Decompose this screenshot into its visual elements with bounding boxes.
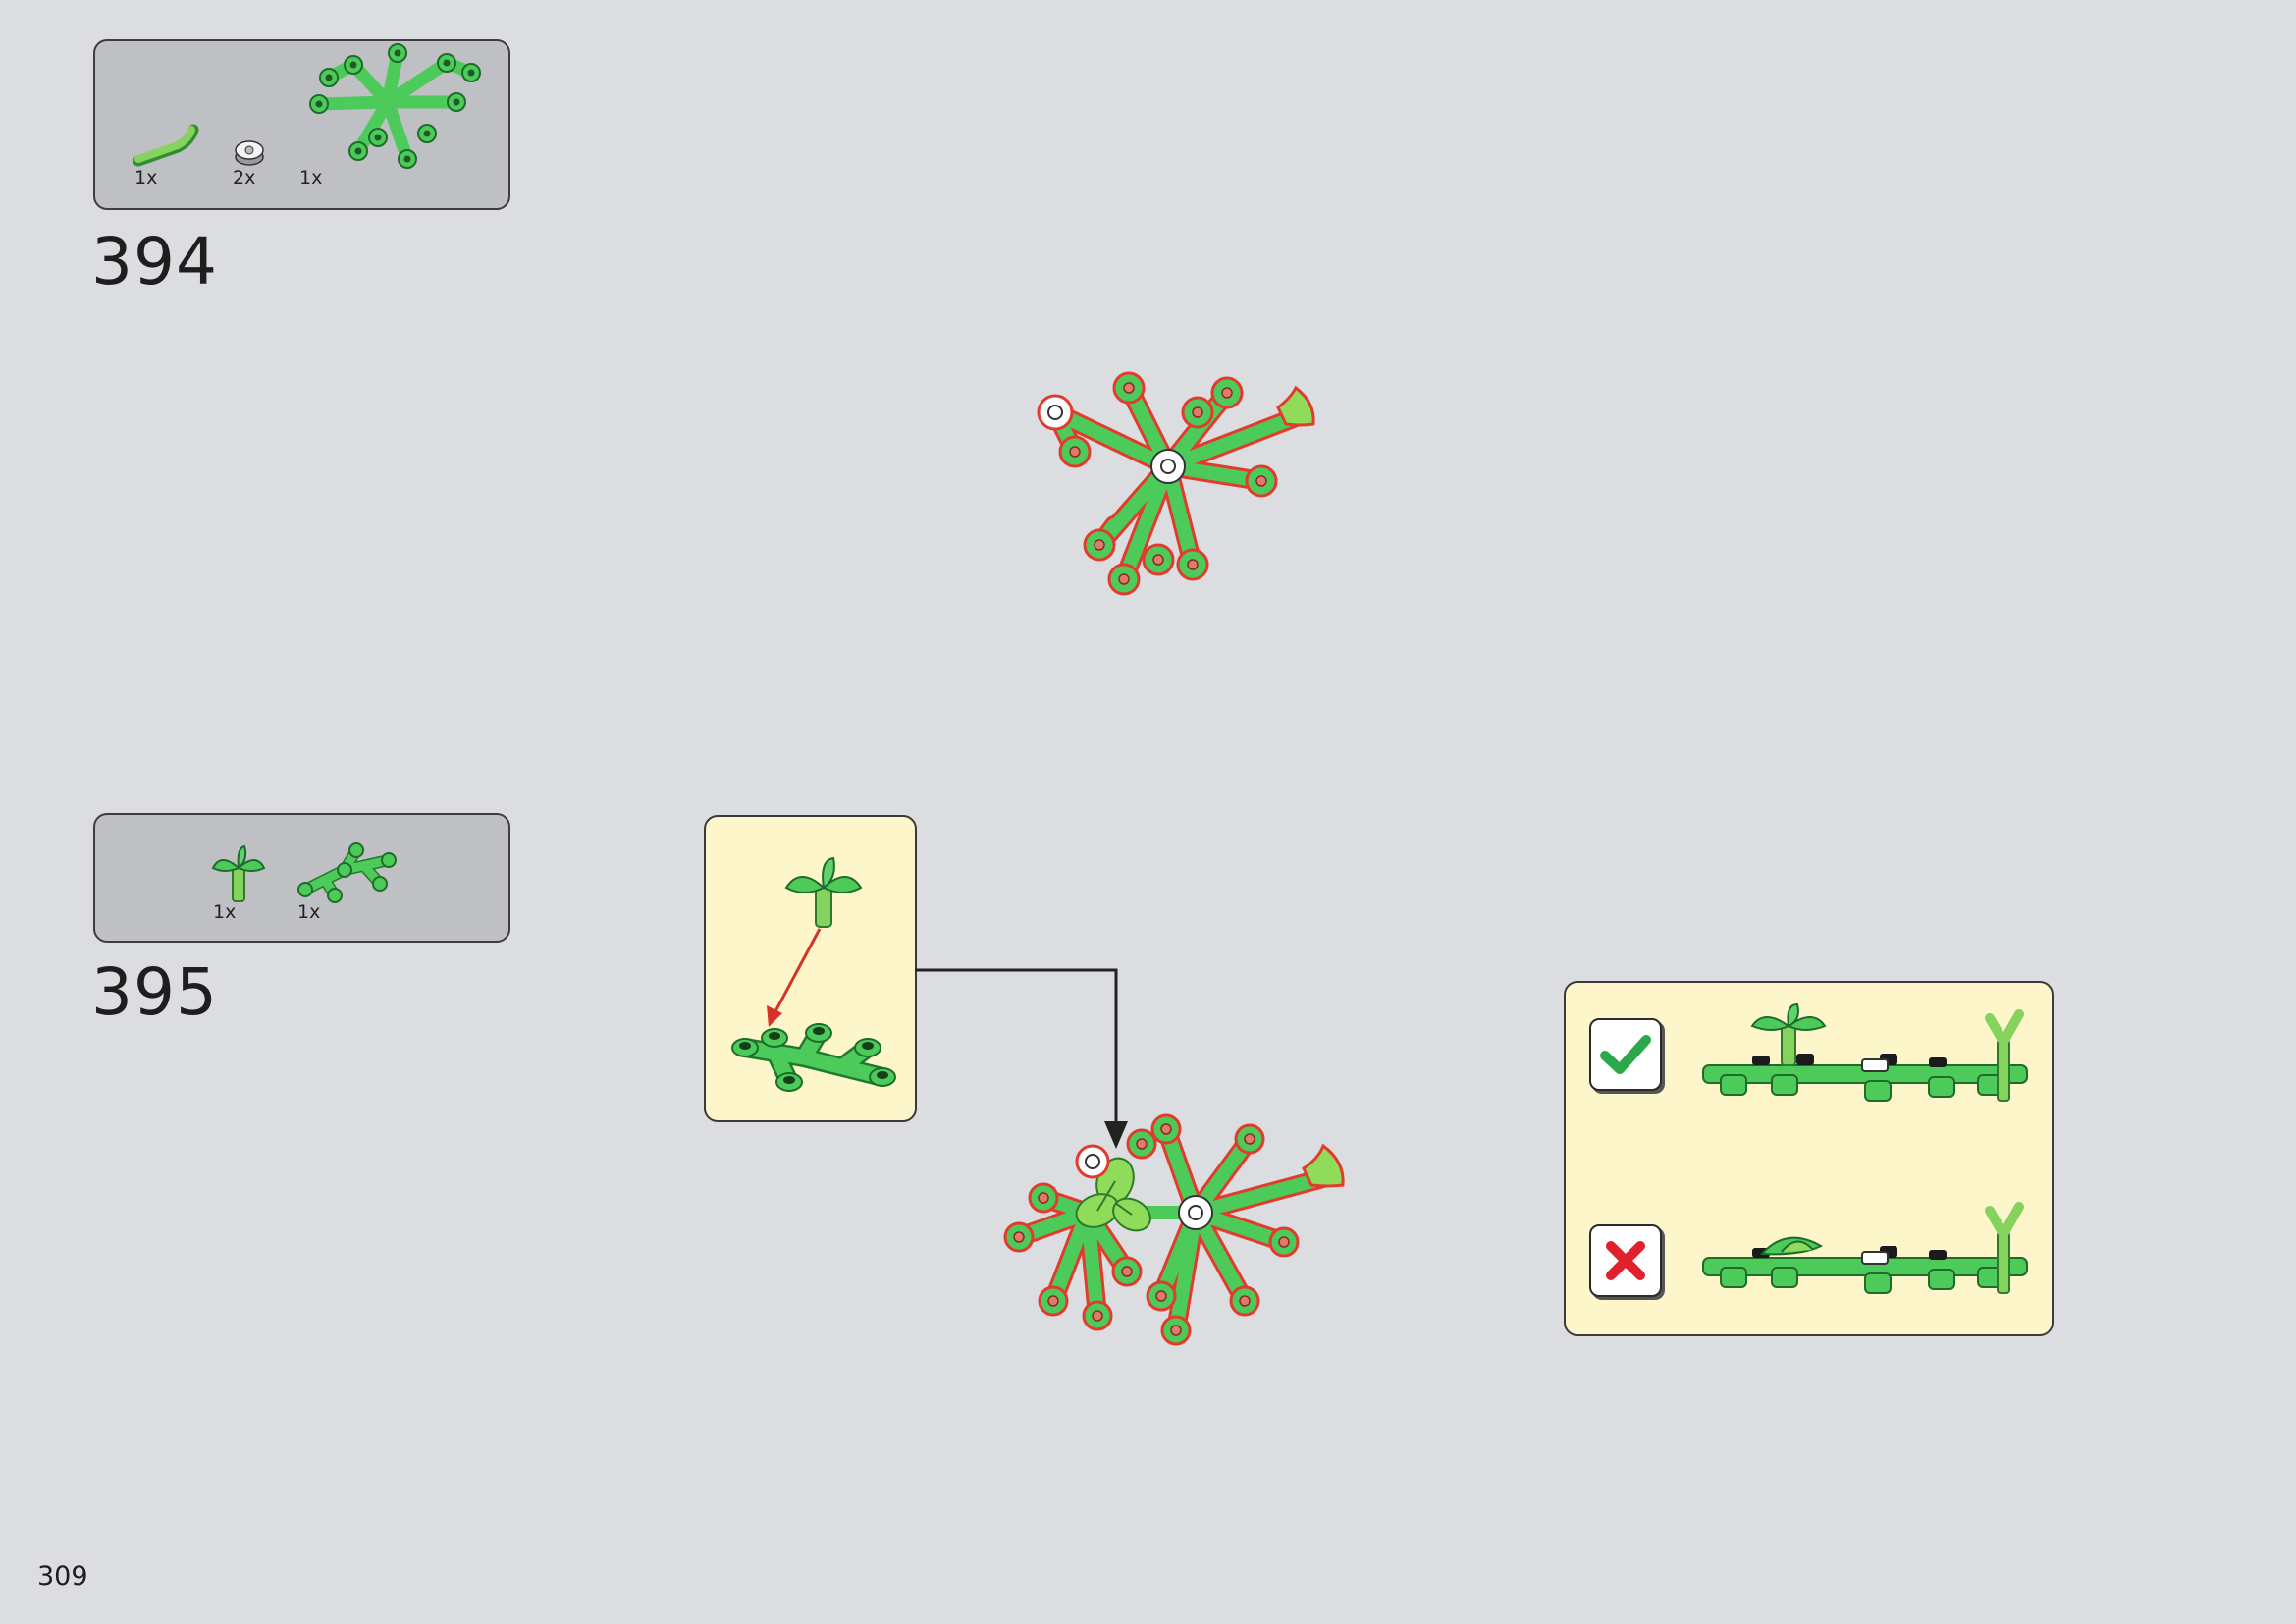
page-number: 309	[37, 1561, 88, 1592]
curved-stem-piece-icon	[133, 124, 199, 167]
sub-assembly-callout	[704, 815, 917, 1122]
incorrect-side-view-illustration	[1702, 1202, 2028, 1294]
incorrect-indicator-box	[1589, 1224, 1662, 1297]
part-qty-leaf-plate: 1x	[299, 167, 323, 189]
cross-icon	[1606, 1241, 1645, 1280]
parts-list-395: 1x 1x	[93, 813, 510, 943]
part-qty-sprout: 1x	[213, 901, 237, 923]
part-qty-stem: 1x	[134, 167, 158, 189]
step-number-395: 395	[91, 954, 218, 1030]
branched-leaf-plate-icon	[309, 43, 481, 169]
step-394-assembly-illustration	[1037, 371, 1315, 596]
sub-assembly-illustration	[731, 856, 896, 1092]
part-qty-small-plate: 1x	[297, 901, 321, 923]
verification-callout	[1564, 981, 2054, 1336]
parts-list-394: 1x 2x 1x	[93, 39, 510, 210]
step-number-394: 394	[91, 224, 218, 299]
correct-indicator-box	[1589, 1018, 1662, 1091]
callout-connector-arrow	[915, 968, 1128, 1149]
white-flower-round-piece-icon	[235, 140, 264, 166]
palm-leaf-sprout-piece-icon	[211, 844, 266, 902]
flower-round-placed	[1037, 394, 1186, 484]
correct-side-view-illustration	[1702, 1002, 2028, 1102]
small-branched-plate-icon	[297, 842, 397, 903]
step-395-assembly-illustration	[1003, 1113, 1345, 1346]
part-qty-flower: 2x	[233, 167, 256, 189]
checkmark-icon	[1600, 1035, 1651, 1074]
